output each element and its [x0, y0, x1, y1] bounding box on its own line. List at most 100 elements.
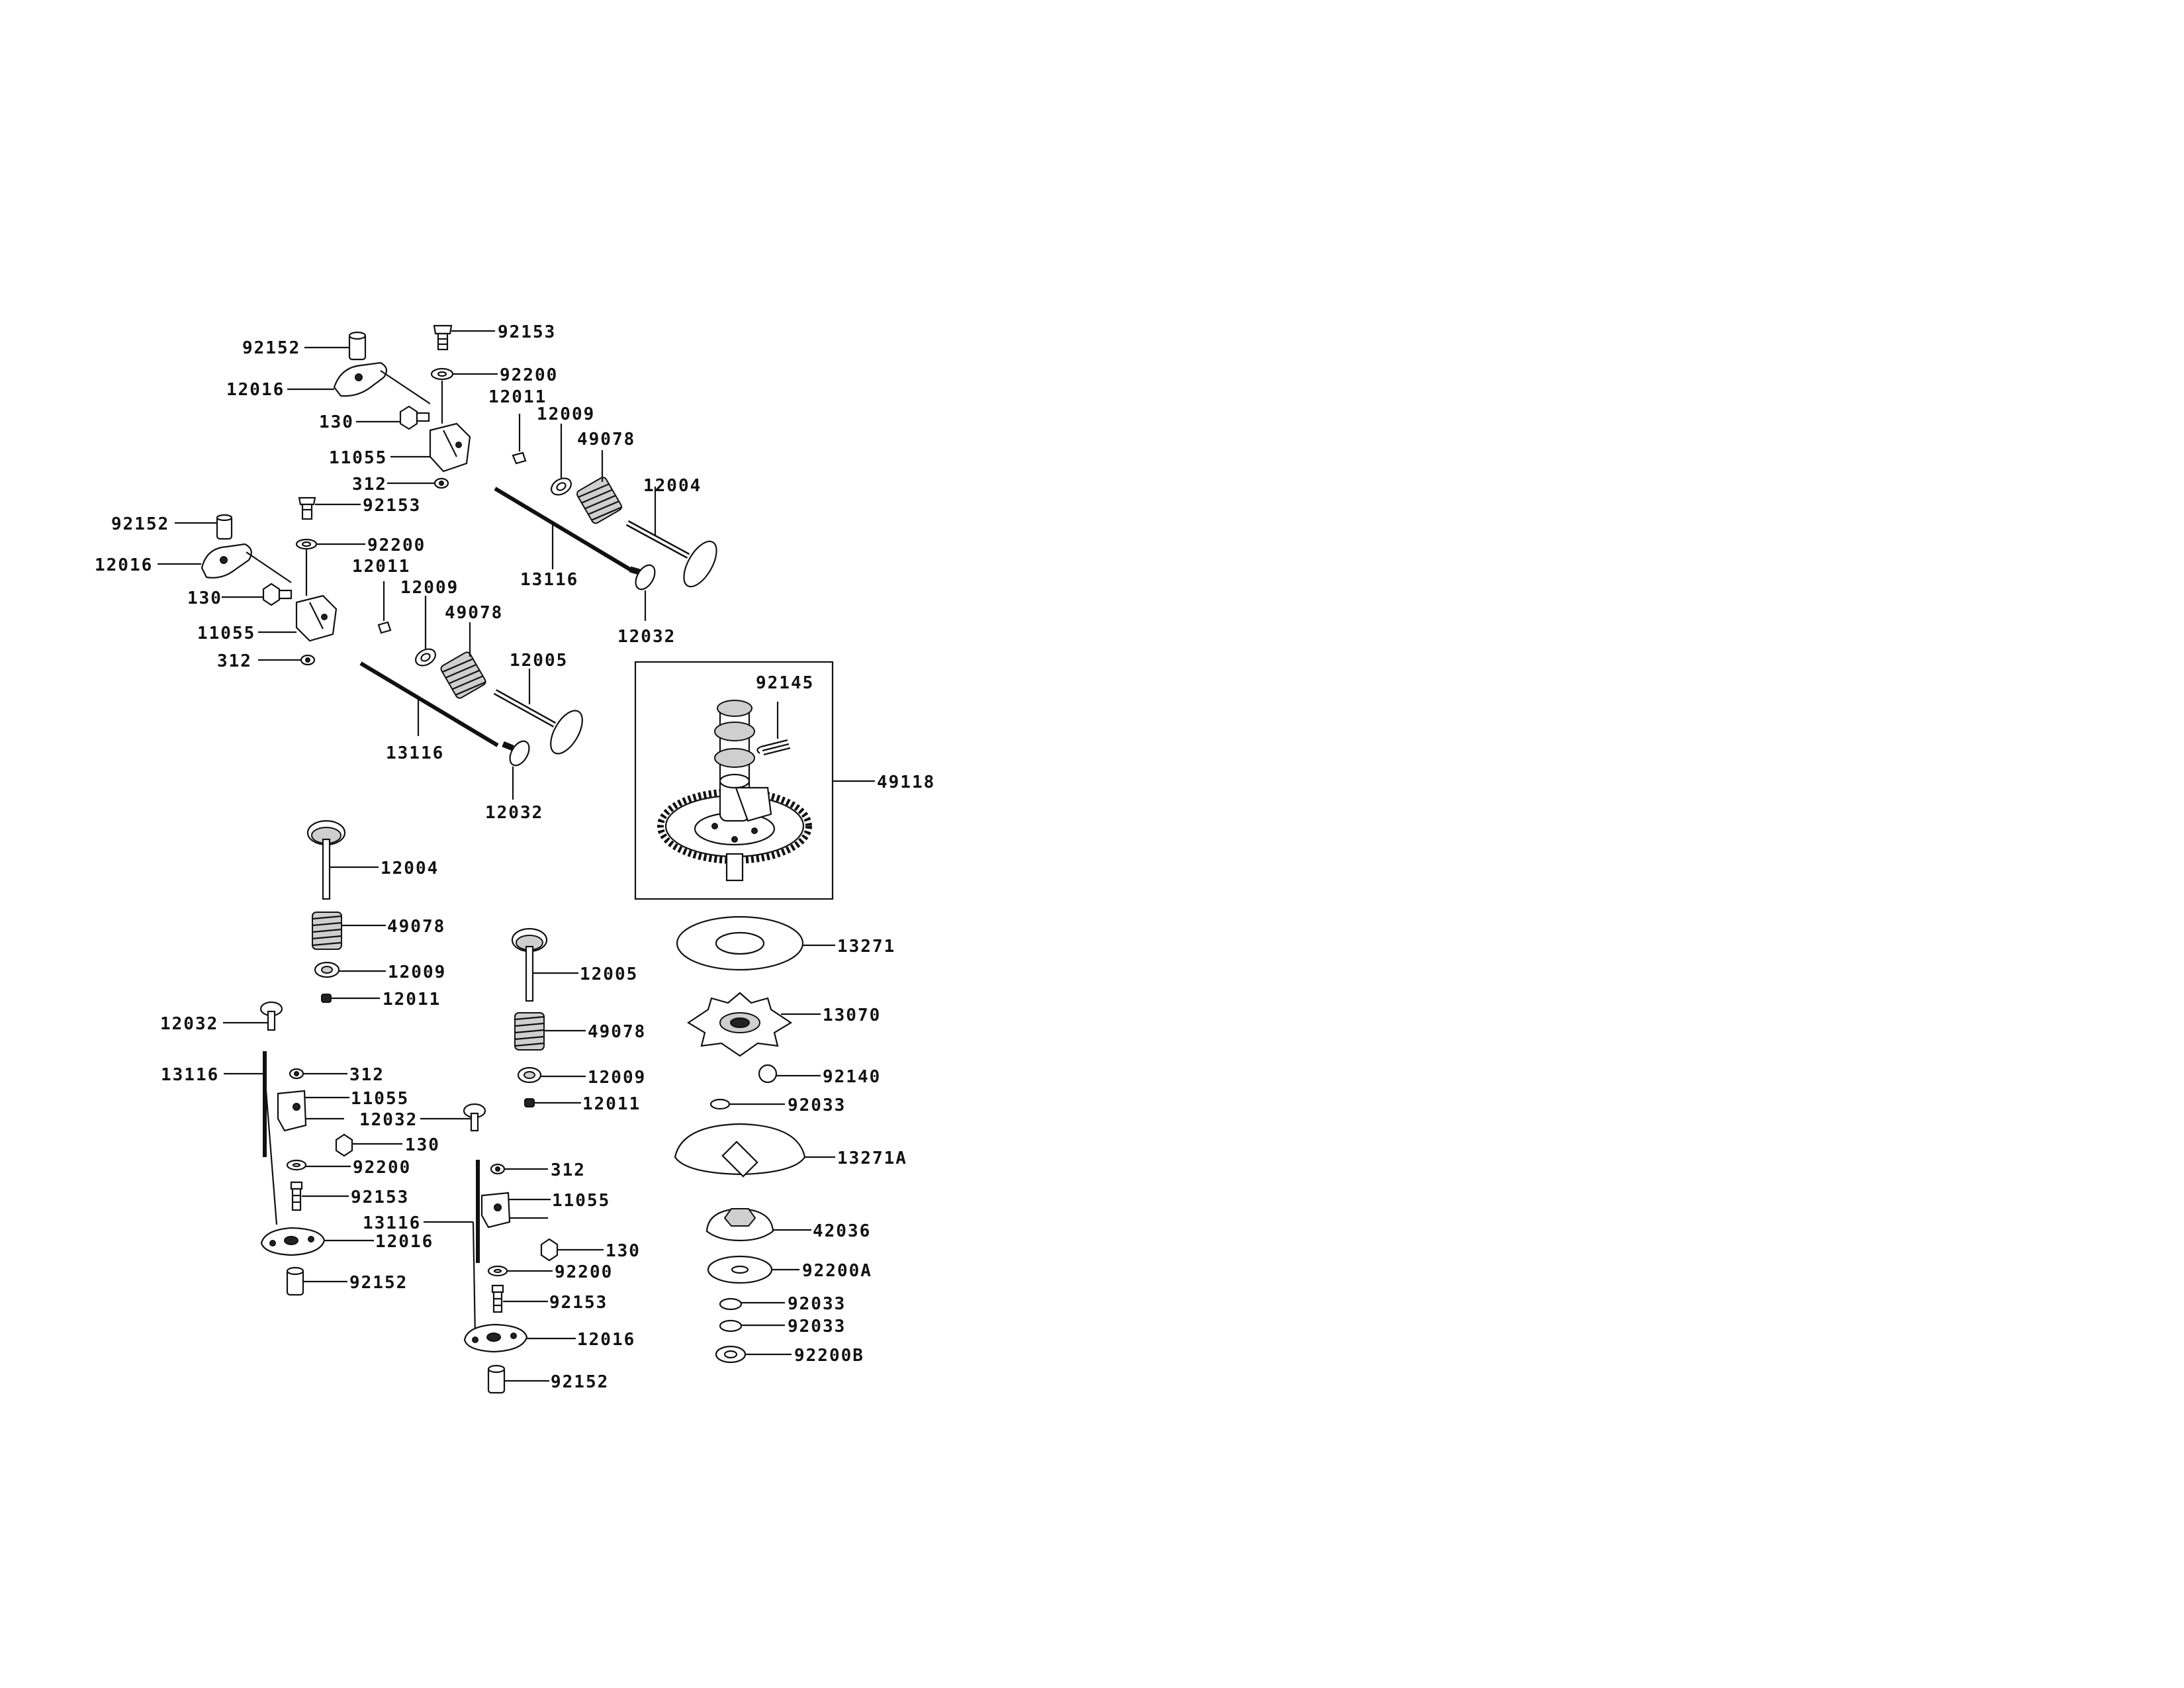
callout-12005-a: 12005 — [510, 651, 568, 671]
rocker-arm-part-2 — [201, 543, 252, 579]
camshaft-gear — [657, 788, 812, 864]
callout-92152-d: 92152 — [551, 1372, 609, 1392]
callout-49078-d: 49078 — [588, 1022, 646, 1042]
callout-92033-a: 92033 — [788, 1096, 846, 1115]
nut-part-1 — [433, 477, 449, 489]
sleeve-part — [705, 1207, 774, 1242]
callout-49118: 49118 — [877, 773, 935, 792]
tappet-part-3 — [259, 1001, 283, 1031]
bolt-part-2 — [262, 583, 293, 606]
pivot-nut-part-2 — [216, 514, 233, 540]
callout-11055-b: 11055 — [197, 624, 255, 643]
callout-12032-c: 12032 — [160, 1014, 218, 1034]
callout-312-c: 312 — [349, 1065, 385, 1085]
callout-92153-d: 92153 — [549, 1293, 608, 1313]
washer-part-3 — [286, 1159, 307, 1171]
callout-92033-b: 92033 — [788, 1294, 846, 1314]
intake-valve-part-2 — [306, 820, 346, 900]
callout-92200-b: 92200 — [367, 536, 426, 555]
circlip-part-2 — [719, 1297, 743, 1311]
seal-part-3 — [314, 961, 340, 978]
callout-12004-a: 12004 — [643, 476, 702, 496]
callout-11055-a: 11055 — [329, 448, 387, 468]
valve-spring-part-1 — [576, 477, 623, 524]
washer-part-B — [715, 1345, 747, 1364]
tappet-part-1 — [629, 564, 656, 590]
callout-49078-b: 49078 — [445, 603, 503, 623]
callout-92140: 92140 — [823, 1067, 881, 1087]
callout-11055-c: 11055 — [351, 1089, 409, 1109]
callout-312-d: 312 — [551, 1160, 586, 1180]
nut-part-3 — [289, 1068, 304, 1080]
bolt-part-1 — [399, 405, 430, 430]
callout-12011-b: 12011 — [352, 557, 410, 577]
callout-13070: 13070 — [823, 1006, 881, 1025]
callout-92200A: 92200A — [802, 1261, 872, 1281]
callout-312-b: 312 — [217, 651, 252, 671]
tappet-part-2 — [502, 740, 530, 767]
callout-12011-d: 12011 — [582, 1094, 641, 1114]
pivot-nut-part-4 — [487, 1364, 506, 1394]
callout-12016-d: 12016 — [577, 1330, 635, 1350]
callout-12032-a: 12032 — [617, 627, 676, 647]
callout-92200-a: 92200 — [500, 365, 558, 385]
callout-12016-c: 12016 — [375, 1232, 433, 1252]
bolt-part-4 — [540, 1238, 559, 1262]
washer-part-4 — [487, 1265, 508, 1277]
callout-12016-b: 12016 — [95, 555, 153, 575]
callout-12011-a: 12011 — [488, 387, 547, 407]
decompressor-spring — [756, 739, 791, 756]
callout-12005-b: 12005 — [580, 964, 638, 984]
callout-12032-b: 12032 — [485, 803, 543, 823]
callout-49078-a: 49078 — [577, 430, 635, 449]
bracket-part-1 — [429, 381, 471, 473]
pivot-nut-part-3 — [286, 1266, 304, 1296]
washer-part-1 — [430, 367, 454, 381]
callout-12009-c: 12009 — [388, 962, 446, 982]
intake-valve-part-1 — [625, 520, 717, 588]
cap-part-3 — [321, 994, 332, 1003]
circlip-part-3 — [719, 1319, 743, 1333]
callout-130-c: 130 — [405, 1135, 440, 1155]
callout-13271A: 13271A — [837, 1149, 907, 1168]
circlip-part-1 — [709, 1098, 731, 1110]
cap-part-1 — [512, 451, 527, 465]
washer-part-A — [707, 1255, 773, 1284]
callout-92152-b: 92152 — [111, 514, 169, 534]
callout-312-a: 312 — [352, 475, 387, 494]
callout-92200-c: 92200 — [353, 1158, 411, 1178]
callout-130-d: 130 — [606, 1241, 641, 1261]
rocker-arm-part-1 — [333, 361, 388, 397]
callout-12016-a: 12016 — [226, 380, 285, 400]
governor-holder-part — [674, 1123, 806, 1178]
valve-spring-part-3 — [312, 912, 342, 950]
rocker-arm-part-3 — [260, 1227, 326, 1256]
ball-part — [758, 1064, 778, 1084]
pivot-bolt-part-2 — [298, 496, 316, 520]
callout-12009-b: 12009 — [400, 578, 459, 598]
callout-130-b: 130 — [187, 588, 222, 608]
seal-part-1 — [550, 477, 572, 496]
callout-92153-b: 92153 — [363, 496, 421, 516]
seal-part-4 — [517, 1066, 542, 1084]
callout-13116-a: 13116 — [520, 570, 578, 590]
callout-12011-c: 12011 — [383, 990, 441, 1009]
callout-92033-c: 92033 — [788, 1317, 846, 1336]
callout-13116-d: 13116 — [363, 1213, 421, 1233]
exhaust-valve-part-1 — [493, 689, 583, 755]
callout-42036: 42036 — [813, 1221, 871, 1241]
nut-part-2 — [300, 654, 316, 666]
seal-part-2 — [414, 648, 437, 667]
callout-12009-d: 12009 — [588, 1068, 646, 1088]
washer-part-2 — [295, 538, 318, 550]
push-rod-part-2 — [359, 661, 499, 747]
callout-12032-d: 12032 — [359, 1110, 418, 1130]
callout-92200-d: 92200 — [555, 1262, 613, 1282]
callout-92153-c: 92153 — [351, 1188, 409, 1207]
callout-12009-a: 12009 — [537, 404, 595, 424]
callout-12004-b: 12004 — [381, 859, 439, 878]
tappet-part-4 — [463, 1103, 486, 1132]
callout-130-a: 130 — [319, 412, 354, 432]
callout-13271: 13271 — [837, 937, 895, 957]
